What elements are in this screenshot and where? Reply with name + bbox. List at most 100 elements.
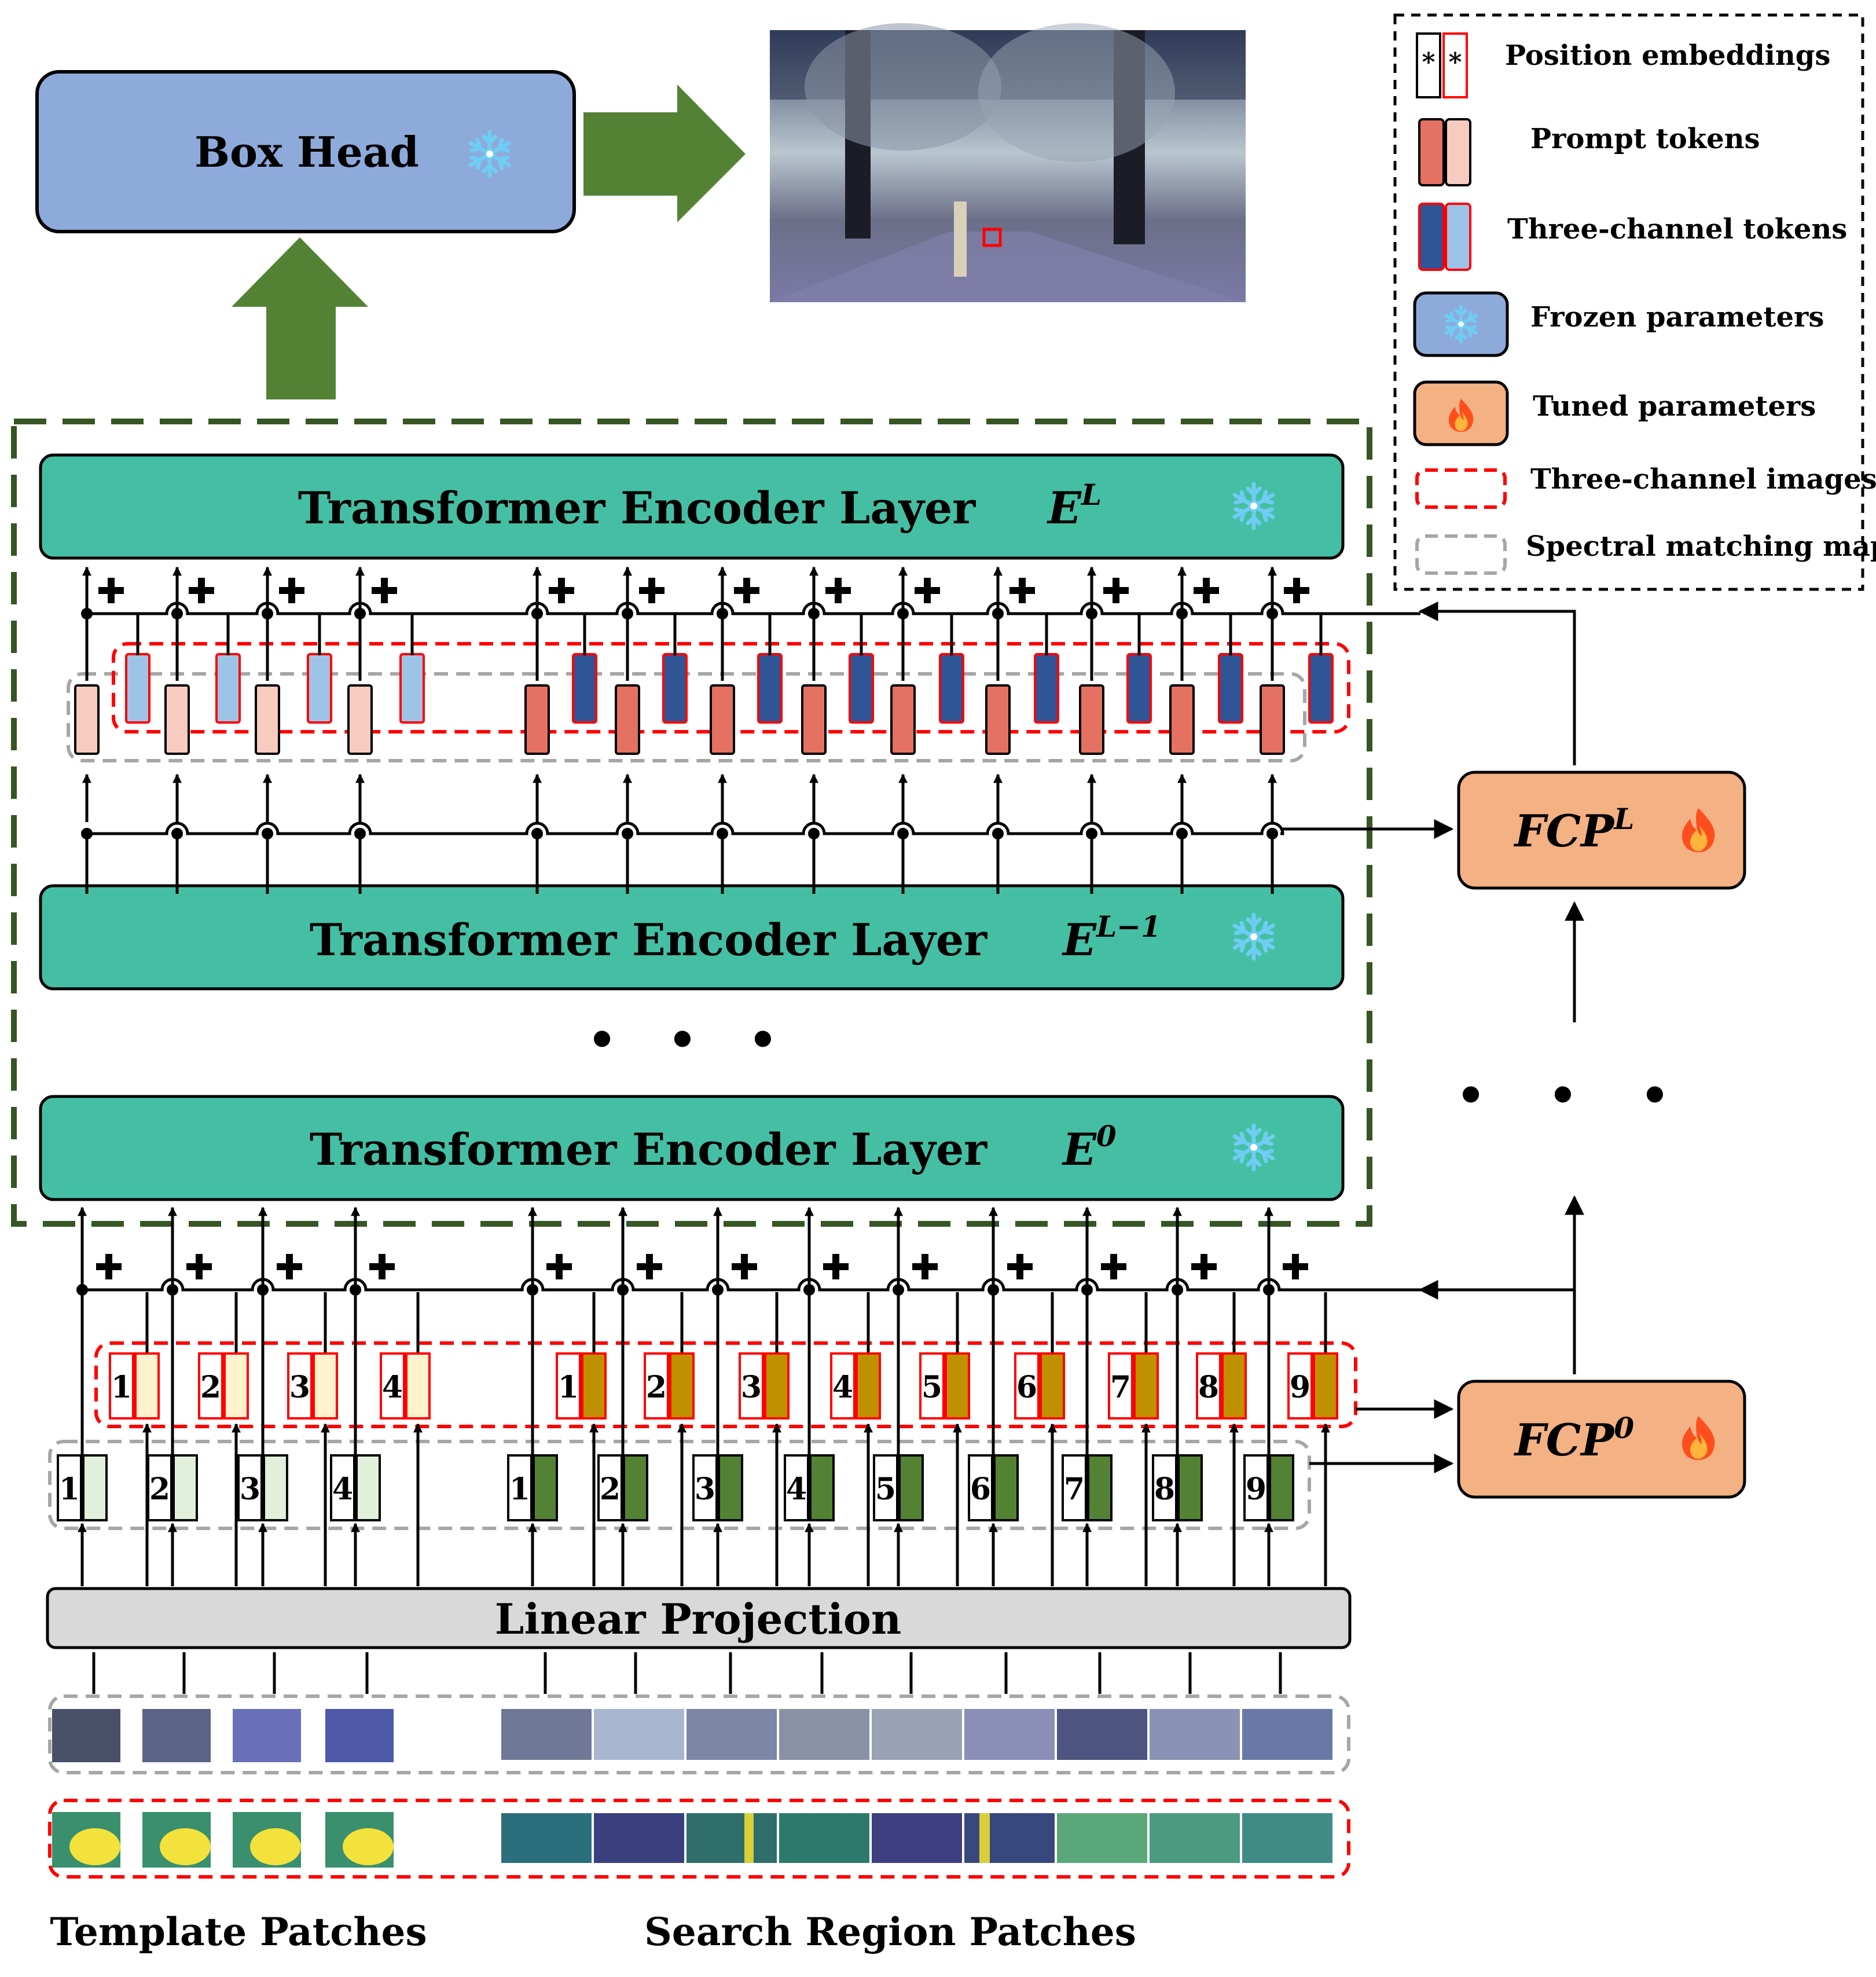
- junction-dot: [622, 828, 633, 839]
- junction-dot: [354, 608, 366, 619]
- legend-label: Three-channel images: [1530, 463, 1876, 496]
- bottom-spectral-matching-map: [48, 1440, 1311, 1530]
- plus-icon: [825, 578, 851, 603]
- template-heat-blob: [250, 1828, 301, 1865]
- template-three-channel-token-value: [313, 1352, 338, 1420]
- plus-icon: [96, 1254, 122, 1279]
- plus-icon: [186, 1254, 212, 1279]
- search-three-channel-patch: [594, 1813, 684, 1863]
- top-token-row: [74, 653, 1334, 755]
- search-three-channel-token-value: [1313, 1352, 1338, 1420]
- search-three-channel-patch: [686, 1813, 777, 1863]
- token-number: 7: [1110, 1370, 1131, 1405]
- three-channel-token: [1126, 653, 1152, 724]
- search-heat-stripe: [979, 1813, 990, 1863]
- plus-icon: [549, 578, 574, 603]
- position-embedding-icon: * *: [1416, 32, 1468, 98]
- search-three-channel-token-value: [945, 1352, 970, 1420]
- search-three-channel-patch: [1150, 1813, 1240, 1863]
- fcp-block-0: FCP0: [1457, 1380, 1746, 1499]
- token-number: 4: [382, 1370, 403, 1405]
- encoder-layer-label: Transformer Encoder Layer: [310, 914, 987, 966]
- search-rgb-patch: [964, 1709, 1055, 1760]
- plus-icon: [189, 578, 214, 603]
- template-three-channel-token-position: [287, 1352, 313, 1420]
- template-three-channel-token-value: [405, 1352, 431, 1420]
- token-number: 5: [922, 1370, 942, 1405]
- search-rgb-token-value: [1177, 1454, 1203, 1521]
- junction-dot: [1176, 608, 1188, 619]
- template-three-channel-token-value: [134, 1352, 160, 1420]
- three-channel-token: [125, 653, 150, 724]
- template-rgb-token-value: [355, 1454, 381, 1521]
- junction-dot: [897, 828, 909, 839]
- search-three-channel-token-position: [556, 1352, 581, 1420]
- search-rgb-token-value: [898, 1454, 924, 1521]
- legend-label: Tuned parameters: [1533, 390, 1816, 423]
- search-heat-stripe: [744, 1813, 754, 1863]
- search-three-channel-token-position: [1287, 1352, 1313, 1420]
- asterisk-glyph: *: [1448, 47, 1462, 77]
- linear-projection-label: Linear Projection: [495, 1594, 902, 1644]
- prompt-token: [710, 684, 735, 755]
- encoder-layer-0: Transformer Encoder Layer E0: [39, 1095, 1345, 1201]
- token-number: 3: [695, 1472, 715, 1507]
- junction-dot: [171, 608, 183, 619]
- junction-dot: [992, 828, 1004, 839]
- junction-dot: [1266, 828, 1278, 839]
- three-channel-token: [1034, 653, 1059, 724]
- search-rgb-patch: [779, 1709, 869, 1760]
- search-three-channel-token-position: [644, 1352, 669, 1420]
- encoder-layer-l: Transformer Encoder Layer EL: [39, 453, 1345, 560]
- token-number: 8: [1198, 1370, 1219, 1405]
- prompt-token: [615, 684, 640, 755]
- three-channel-token: [399, 653, 425, 724]
- junction-dot: [622, 608, 633, 619]
- search-three-channel-patch: [501, 1813, 592, 1863]
- plus-icon: [1007, 1254, 1033, 1279]
- token-number: 4: [786, 1472, 807, 1507]
- search-rgb-patch: [1242, 1709, 1332, 1760]
- token-number: 6: [1016, 1370, 1037, 1405]
- token-number: 3: [741, 1370, 762, 1405]
- junction-dot: [531, 608, 543, 619]
- three-channel-token: [1218, 653, 1243, 724]
- ellipsis-encoders: • • •: [587, 1013, 795, 1067]
- fcp-block-l: FCPL: [1457, 771, 1746, 890]
- token-number: 2: [600, 1472, 621, 1507]
- legend-label: Three-channel tokens: [1507, 213, 1847, 245]
- search-three-channel-patch: [964, 1813, 1055, 1863]
- three-channel-token: [939, 653, 964, 724]
- plus-icon: [1194, 578, 1219, 603]
- search-rgb-token-position: [692, 1454, 718, 1521]
- token-number: 3: [240, 1472, 260, 1507]
- plus-icon: [1283, 1254, 1308, 1279]
- prompt-token: [347, 684, 373, 755]
- template-rgb-token-position: [237, 1454, 263, 1521]
- encoder-layer-label: Transformer Encoder Layer: [298, 482, 976, 534]
- template-rgb-token-position: [57, 1454, 82, 1521]
- bottom-three-channel-images: [94, 1341, 1357, 1428]
- template-heat-blob: [69, 1828, 120, 1865]
- template-rgb-token-value: [263, 1454, 288, 1521]
- search-three-channel-patch: [872, 1813, 962, 1863]
- search-three-channel-token-value: [1221, 1352, 1247, 1420]
- plus-icon: [823, 1254, 849, 1279]
- token-number: 9: [1290, 1370, 1310, 1405]
- search-rgb-token-position: [784, 1454, 809, 1521]
- legend-label: Prompt tokens: [1530, 123, 1760, 155]
- search-three-channel-token-value: [669, 1352, 695, 1420]
- search-three-channel-token-position: [830, 1352, 856, 1420]
- three-channel-token: [849, 653, 874, 724]
- template-heat-blob: [160, 1828, 211, 1865]
- token-number: 1: [558, 1370, 579, 1405]
- bus-from-fcp-l: [87, 601, 1420, 615]
- output-arrow: [583, 85, 746, 222]
- junction-dot: [808, 828, 820, 839]
- search-three-channel-token-value: [1040, 1352, 1065, 1420]
- three-channel-token: [572, 653, 597, 724]
- ellipsis-fcp: • • •: [1456, 1068, 1693, 1123]
- three-channel-token: [662, 653, 688, 724]
